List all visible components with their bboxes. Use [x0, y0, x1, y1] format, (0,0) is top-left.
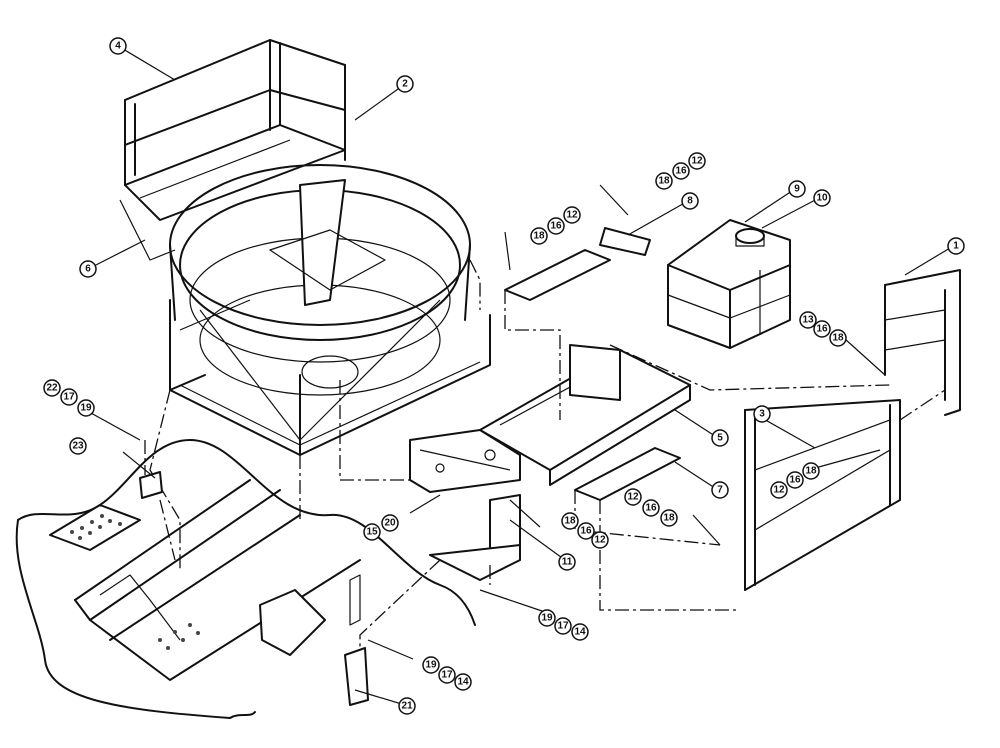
svg-text:11: 11	[562, 557, 573, 568]
callout-12: 12	[591, 531, 609, 549]
callout-19: 19	[538, 609, 556, 627]
svg-text:14: 14	[574, 627, 586, 638]
callout-16: 16	[547, 217, 565, 235]
svg-text:8: 8	[687, 196, 693, 207]
svg-text:16: 16	[645, 503, 657, 514]
svg-text:17: 17	[441, 670, 453, 681]
small-brackets	[139, 440, 369, 706]
callout-15: 15	[363, 523, 381, 541]
svg-text:20: 20	[384, 518, 396, 529]
svg-text:13: 13	[802, 315, 814, 326]
svg-text:12: 12	[594, 535, 606, 546]
callout-18: 18	[802, 462, 820, 480]
svg-text:10: 10	[816, 193, 828, 204]
callout-16: 16	[786, 471, 804, 489]
callout-12: 12	[770, 481, 788, 499]
callout-21: 21	[398, 697, 416, 715]
truck-chassis	[15, 439, 476, 719]
callout-16: 16	[813, 320, 831, 338]
callout-12: 12	[563, 206, 581, 224]
callout-11: 11	[558, 553, 576, 571]
svg-text:12: 12	[566, 210, 578, 221]
callout-19: 19	[422, 656, 440, 674]
callout-16: 16	[642, 499, 660, 517]
callout-18: 18	[530, 227, 548, 245]
callouts: 1 2 3 4 5 6 7 8 9 10 11 12 12 12 12 12 1…	[43, 37, 965, 715]
callout-18: 18	[829, 329, 847, 347]
callout-2: 2	[396, 75, 414, 93]
svg-text:16: 16	[550, 221, 562, 232]
callout-3: 3	[753, 405, 771, 423]
callout-12: 12	[688, 152, 706, 170]
svg-text:6: 6	[85, 264, 91, 275]
svg-text:18: 18	[533, 231, 545, 242]
callout-17: 17	[438, 666, 456, 684]
callout-14: 14	[571, 623, 589, 641]
callout-12: 12	[624, 488, 642, 506]
callout-17: 17	[554, 617, 572, 635]
callout-17: 17	[60, 388, 78, 406]
svg-text:16: 16	[816, 324, 828, 335]
svg-text:4: 4	[115, 41, 121, 52]
callout-16: 16	[577, 522, 595, 540]
tank	[667, 219, 791, 349]
callout-16: 16	[672, 162, 690, 180]
svg-text:3: 3	[759, 409, 765, 420]
svg-text:14: 14	[457, 677, 469, 688]
svg-text:18: 18	[832, 333, 844, 344]
svg-text:15: 15	[366, 527, 378, 538]
callout-18: 18	[660, 509, 678, 527]
callout-10: 10	[813, 189, 831, 207]
callout-13: 13	[799, 311, 817, 329]
svg-text:9: 9	[794, 184, 800, 195]
svg-text:16: 16	[675, 166, 687, 177]
callout-5: 5	[711, 429, 729, 447]
svg-text:18: 18	[658, 176, 670, 187]
svg-text:12: 12	[691, 156, 703, 167]
svg-text:23: 23	[72, 441, 84, 452]
svg-text:1: 1	[953, 241, 959, 252]
callout-18: 18	[655, 172, 673, 190]
leaders	[79, 45, 951, 706]
svg-text:17: 17	[63, 392, 75, 403]
spreader-hopper	[119, 39, 491, 570]
svg-text:18: 18	[663, 513, 675, 524]
svg-text:19: 19	[80, 403, 92, 414]
svg-text:22: 22	[46, 383, 58, 394]
callout-23: 23	[69, 437, 87, 455]
svg-text:18: 18	[805, 466, 817, 477]
svg-text:17: 17	[557, 621, 569, 632]
svg-text:12: 12	[627, 492, 639, 503]
svg-text:7: 7	[717, 485, 723, 496]
callout-18: 18	[561, 512, 579, 530]
callout-19: 19	[77, 399, 95, 417]
svg-text:16: 16	[789, 475, 801, 486]
mounting-tray	[409, 344, 691, 493]
side-frames	[744, 269, 961, 591]
callout-4: 4	[109, 37, 127, 55]
callout-14: 14	[454, 673, 472, 691]
callout-6: 6	[79, 260, 97, 278]
callout-20: 20	[381, 514, 399, 532]
callout-22: 22	[43, 379, 61, 397]
svg-text:2: 2	[402, 79, 408, 90]
svg-text:16: 16	[580, 526, 592, 537]
svg-text:18: 18	[564, 516, 576, 527]
svg-text:5: 5	[717, 433, 723, 444]
callout-9: 9	[788, 180, 806, 198]
callout-8: 8	[681, 192, 699, 210]
callout-7: 7	[711, 481, 729, 499]
svg-text:21: 21	[401, 701, 413, 712]
callout-1: 1	[947, 237, 965, 255]
svg-text:12: 12	[773, 485, 785, 496]
plates	[359, 227, 891, 650]
svg-text:19: 19	[425, 660, 437, 671]
svg-text:19: 19	[541, 613, 553, 624]
